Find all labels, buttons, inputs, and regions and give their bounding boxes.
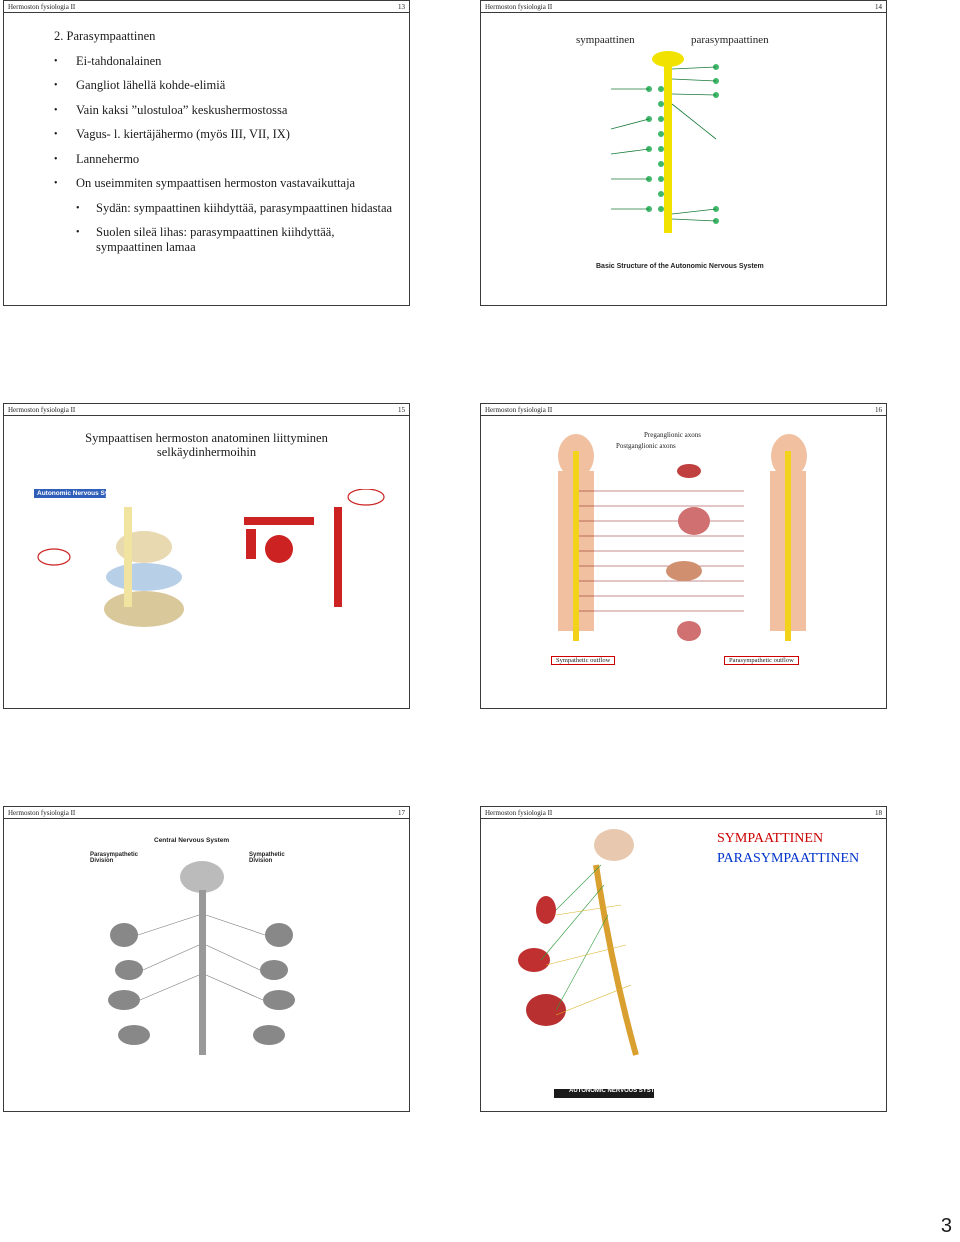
divisions-diagram (108, 861, 295, 1055)
outflow-diagram (558, 434, 807, 641)
ans-poster-figure (486, 825, 711, 1110)
slide-header: Hermoston fysiologia II 13 (4, 1, 409, 13)
bullet-list: 2. Parasympaattinen Ei-tahdonalainen Gan… (54, 29, 399, 265)
figure-caption: Autonomic Nervous System (37, 490, 124, 497)
slide-13: Hermoston fysiologia II 13 2. Parasympaa… (3, 0, 410, 306)
slide-header-title: Hermoston fysiologia II (485, 406, 553, 414)
poster-caption: AUTONOMIC NERVOUS SYSTEM (569, 1088, 664, 1094)
slide-header-title: Hermoston fysiologia II (8, 809, 76, 817)
slide-15: Hermoston fysiologia II 15 Sympaattisen … (3, 403, 410, 709)
bullet-item: Ei-tahdonalainen (54, 54, 399, 69)
spinal-nerve-diagram (34, 489, 385, 627)
slide-number: 13 (398, 3, 405, 11)
divisions-figure (84, 835, 319, 1090)
ans-structure-figure (581, 49, 796, 277)
slide-title: Sympaattisen hermoston anatominen liitty… (85, 431, 328, 459)
sub-bullet-item: Suolen sileä lihas: parasympaattinen kii… (76, 225, 399, 255)
bullet-item: Gangliot lähellä kohde-elimiä (54, 78, 399, 93)
page-number: 3 (940, 1215, 952, 1237)
slide-16: Hermoston fysiologia II 16 Preganglionic… (480, 403, 887, 709)
label-sympathetic: sympaattinen (576, 34, 635, 46)
legend-labels: SYMPAATTINEN PARASYMPAATTINEN (717, 829, 859, 869)
slide-header: Hermoston fysiologia II 15 (4, 404, 409, 416)
slide-17: Hermoston fysiologia II 17 Central Nervo… (3, 806, 410, 1112)
slide-header-title: Hermoston fysiologia II (8, 406, 76, 414)
bullet-item: On useimmiten sympaattisen hermoston vas… (54, 176, 399, 191)
cns-label: Central Nervous System (154, 837, 230, 844)
bullet-item: Lannehermo (54, 152, 399, 167)
bullet-heading: 2. Parasympaattinen (54, 29, 156, 43)
slide-header: Hermoston fysiologia II 16 (481, 404, 886, 416)
sympathetic-division-label: Sympathetic Division (249, 852, 285, 864)
parasympathetic-division-label: Parasympathetic Division (90, 852, 139, 864)
bullet-item: Vagus- l. kiertäjähermo (myös III, VII, … (54, 127, 399, 142)
bullet-item: Vain kaksi ”ulostuloa” keskushermostossa (54, 103, 399, 118)
sympathetic-label: SYMPAATTINEN (717, 831, 824, 846)
slide-header: Hermoston fysiologia II 17 (4, 807, 409, 819)
slide-number: 17 (398, 809, 405, 817)
parasympathetic-label: PARASYMPAATTINEN (717, 851, 860, 866)
sympathetic-parasympathetic-outflow-figure (544, 431, 819, 679)
slide-header: Hermoston fysiologia II 18 (481, 807, 886, 819)
label-parasympathetic: parasympaattinen (691, 34, 769, 46)
ans-poster-diagram (518, 829, 654, 1098)
slide-18: Hermoston fysiologia II 18 AUTONOMIC NER… (480, 806, 887, 1112)
slide-header-title: Hermoston fysiologia II (485, 3, 553, 11)
slide-header-title: Hermoston fysiologia II (485, 809, 553, 817)
slide-number: 14 (875, 3, 882, 11)
parasympathetic-outflow-label: Parasympathetic outflow (724, 656, 799, 665)
slide-number: 18 (875, 809, 882, 817)
preganglionic-label: Preganglionic axons (644, 431, 701, 439)
postganglionic-label: Postganglionic axons (616, 442, 676, 450)
ans-diagram (593, 51, 743, 268)
sub-bullet-item: Sydän: sympaattinen kiihdyttää, parasymp… (76, 201, 399, 216)
sympathetic-outflow-label: Sympathetic outflow (551, 656, 616, 665)
spinal-nerve-figure (34, 489, 389, 634)
figure-caption: Basic Structure of the Autonomic Nervous… (596, 263, 764, 270)
slide-number: 16 (875, 406, 882, 414)
slide-number: 15 (398, 406, 405, 414)
slide-header-title: Hermoston fysiologia II (8, 3, 76, 11)
slide-header: Hermoston fysiologia II 14 (481, 1, 886, 13)
slide-14: Hermoston fysiologia II 14 sympaattinen … (480, 0, 887, 306)
